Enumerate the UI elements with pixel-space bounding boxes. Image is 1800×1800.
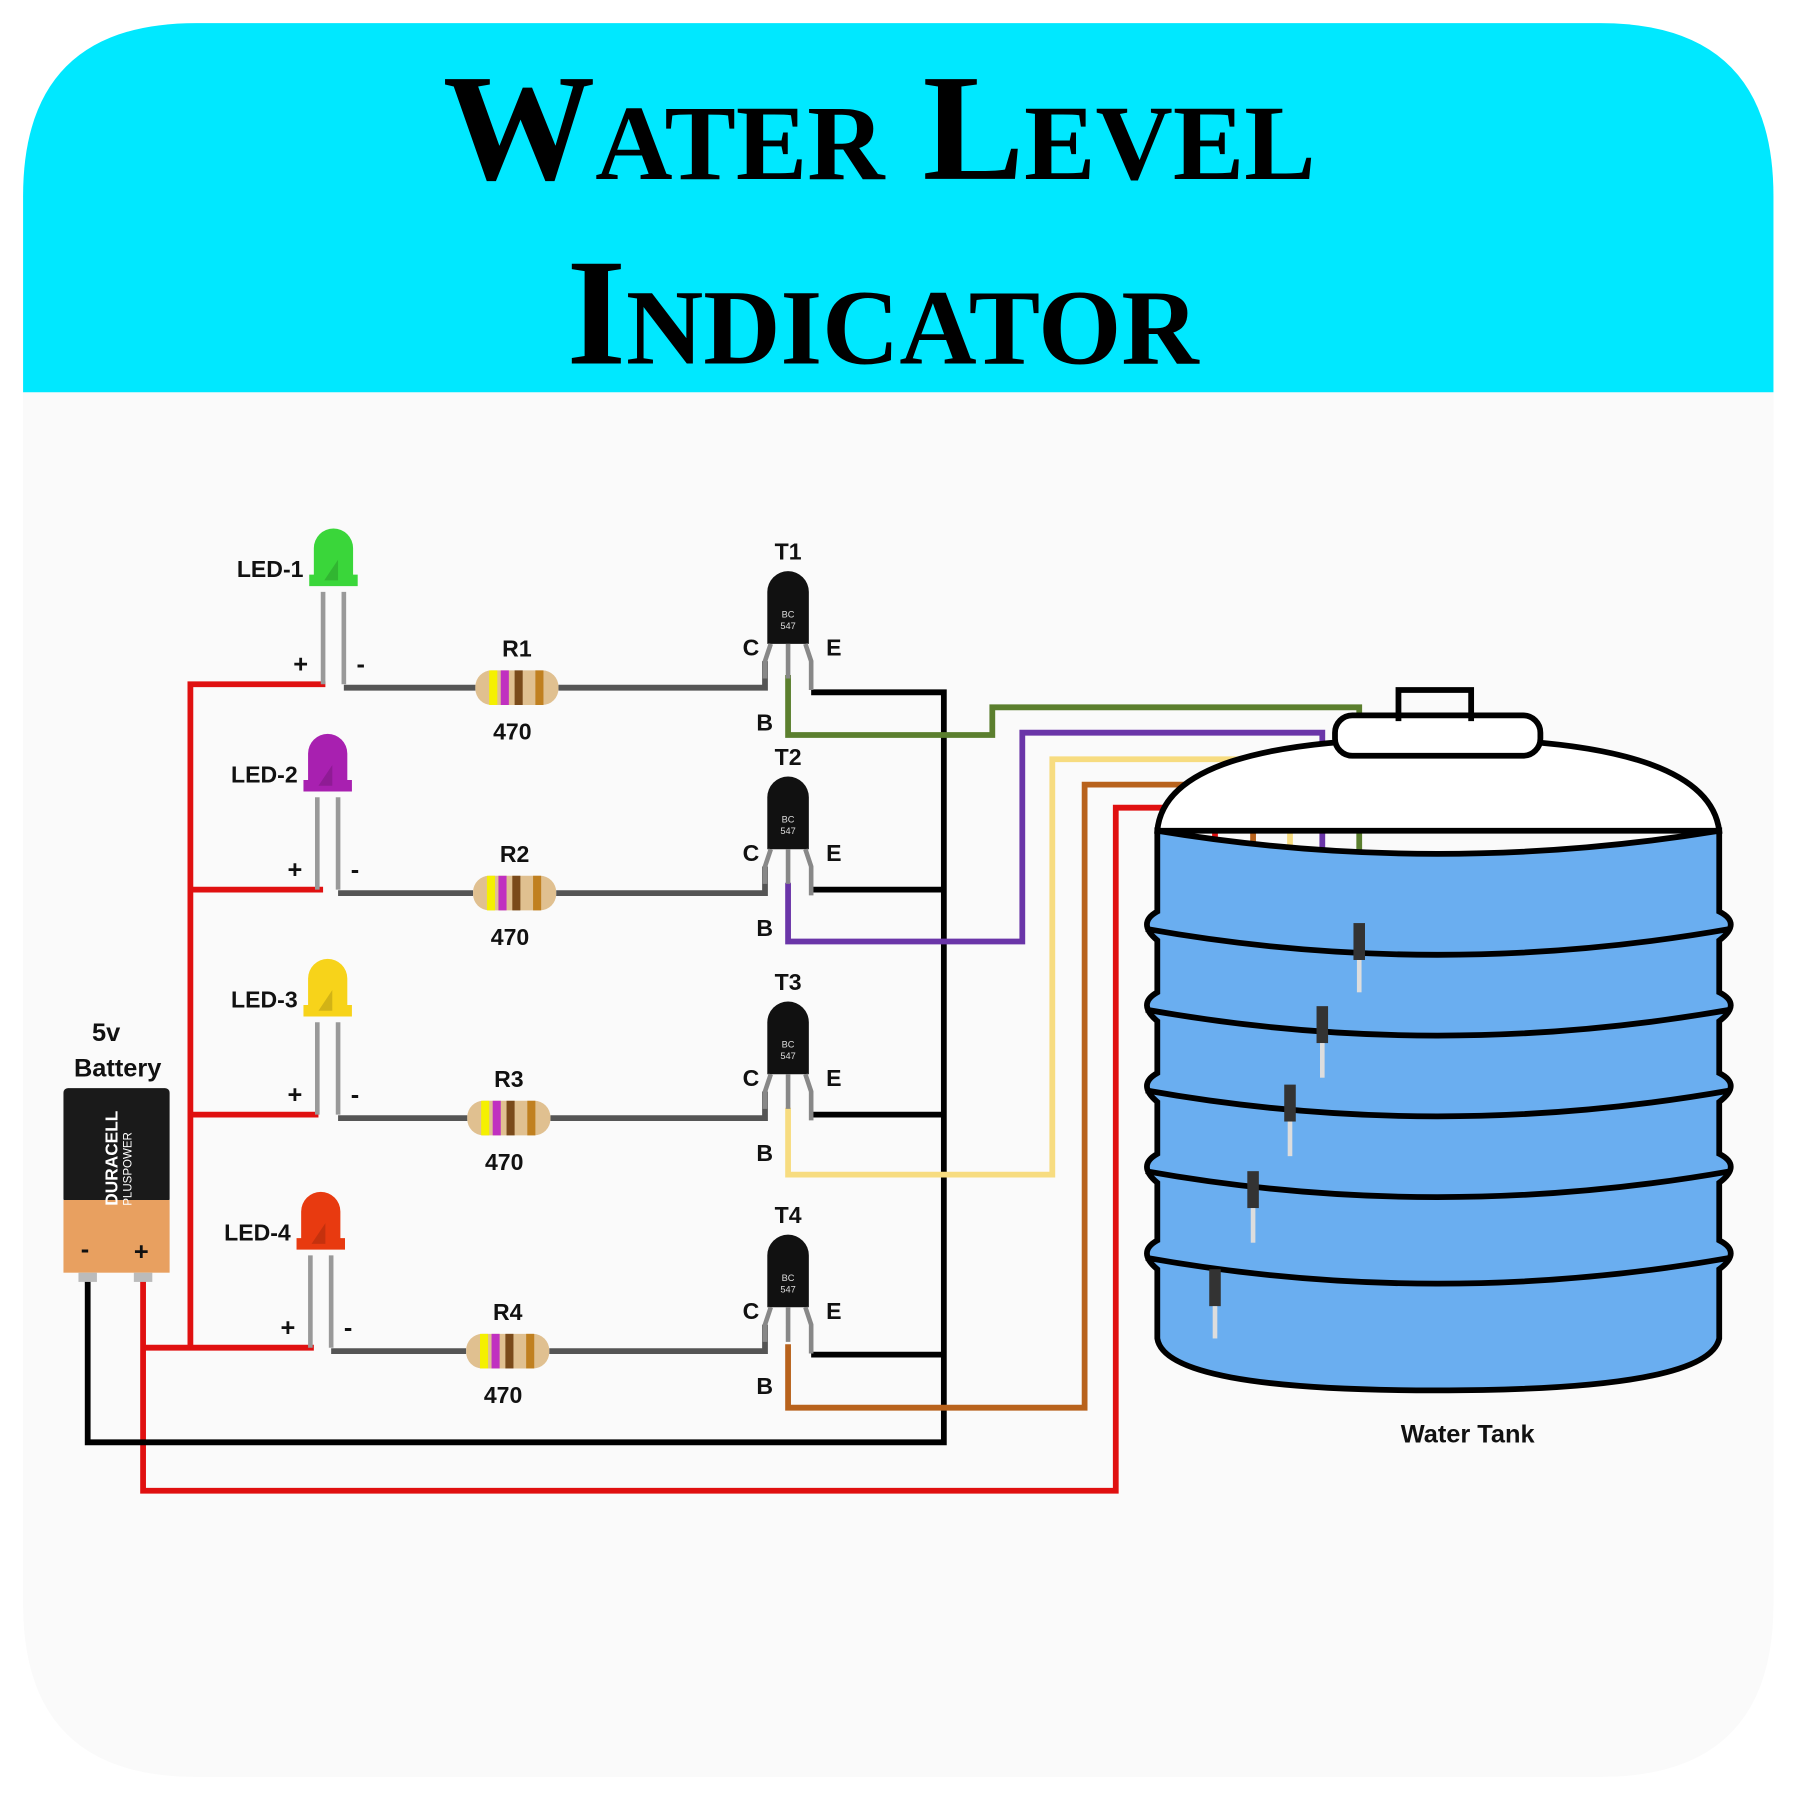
led-plus-label: + [287, 856, 302, 884]
title-line-1: Water Level [443, 43, 1316, 212]
tank-lid [1332, 712, 1544, 759]
led-plus-label: + [281, 1314, 296, 1342]
probe-3 [1284, 1084, 1296, 1157]
led-minus-label: - [344, 1314, 352, 1342]
resistor-3 [467, 1100, 551, 1136]
circuit-row-2 [303, 733, 814, 911]
led-plus-label: + [293, 651, 308, 679]
pin-c-label: C [743, 634, 760, 660]
circuit-row-4 [296, 1191, 814, 1369]
battery-brand: DURACELL [102, 1110, 122, 1206]
led-2 [303, 733, 352, 890]
tank-handle [1395, 687, 1475, 722]
pin-b-label: B [756, 709, 773, 735]
battery-label-2: Battery [74, 1055, 161, 1083]
battery-label-1: 5v [92, 1019, 120, 1047]
transistor-label: T1 [775, 539, 802, 565]
pin-b-label: B [756, 1140, 773, 1166]
tank-label: Water Tank [1401, 1420, 1536, 1448]
probe-5 [1209, 1269, 1221, 1339]
resistor-value: 470 [485, 1149, 523, 1175]
transistor-label: T3 [775, 969, 802, 995]
led-3 [303, 958, 352, 1115]
resistor-value: 470 [484, 1382, 522, 1408]
resistor-value: 470 [493, 719, 531, 745]
header-banner [23, 23, 1774, 393]
transistor-4 [762, 1234, 814, 1354]
pin-c-label: C [743, 1065, 760, 1091]
transistor-marking: BC [782, 609, 795, 619]
probe-2 [1316, 1006, 1329, 1078]
transistor-marking: 547 [780, 1284, 795, 1294]
probes [1209, 923, 1365, 1339]
pin-b-label: B [756, 915, 773, 941]
led-minus-label: - [351, 1081, 359, 1109]
resistor-value: 470 [491, 924, 529, 950]
resistor-label: R4 [493, 1299, 523, 1325]
probe-1 [1353, 923, 1365, 993]
circuit-row-1 [309, 528, 814, 705]
transistor-marking: BC [782, 1273, 795, 1283]
pin-c-label: C [743, 840, 760, 866]
pin-e-label: E [826, 1065, 841, 1091]
led-plus-label: + [287, 1081, 302, 1109]
transistor-2 [762, 776, 814, 896]
led-minus-label: - [351, 856, 359, 884]
transistor-label: T4 [775, 1202, 802, 1228]
led-1 [309, 528, 358, 685]
transistor-label: T2 [775, 744, 802, 770]
transistor-3 [762, 1001, 814, 1121]
battery-minus: - [81, 1236, 89, 1264]
led-label: LED-1 [237, 556, 304, 582]
transistor-marking: 547 [780, 1051, 795, 1061]
ground-wire [84, 689, 947, 1446]
led-label: LED-4 [224, 1219, 291, 1245]
pin-e-label: E [826, 634, 841, 660]
resistor-2 [473, 875, 557, 911]
led-4 [296, 1191, 345, 1348]
battery-sub-brand: PLUSPOWER [123, 1132, 135, 1206]
led-label: LED-2 [231, 761, 298, 787]
probe-4 [1247, 1171, 1259, 1243]
pin-e-label: E [826, 1298, 841, 1324]
title-line-2: Indicator [567, 227, 1201, 396]
battery: DURACELL PLUSPOWER - + [63, 1088, 170, 1282]
positive-rail [143, 681, 326, 1351]
battery-plus: + [134, 1238, 149, 1266]
resistor-1 [475, 670, 559, 705]
pin-b-label: B [756, 1373, 773, 1399]
transistor-marking: 547 [780, 621, 795, 631]
circuit-row-3 [303, 958, 814, 1136]
resistor-label: R3 [494, 1066, 523, 1092]
resistor-label: R1 [502, 636, 532, 662]
resistor-label: R2 [500, 841, 529, 867]
transistor-marking: BC [782, 1040, 795, 1050]
led-minus-label: - [357, 651, 365, 679]
led-label: LED-3 [231, 986, 298, 1012]
pin-c-label: C [743, 1298, 760, 1324]
tank-water [1144, 827, 1734, 1394]
transistor-1 [762, 571, 814, 690]
water-tank [1144, 687, 1734, 1394]
pin-e-label: E [826, 840, 841, 866]
resistor-4 [466, 1333, 550, 1369]
transistor-marking: 547 [780, 826, 795, 836]
transistor-marking: BC [782, 815, 795, 825]
